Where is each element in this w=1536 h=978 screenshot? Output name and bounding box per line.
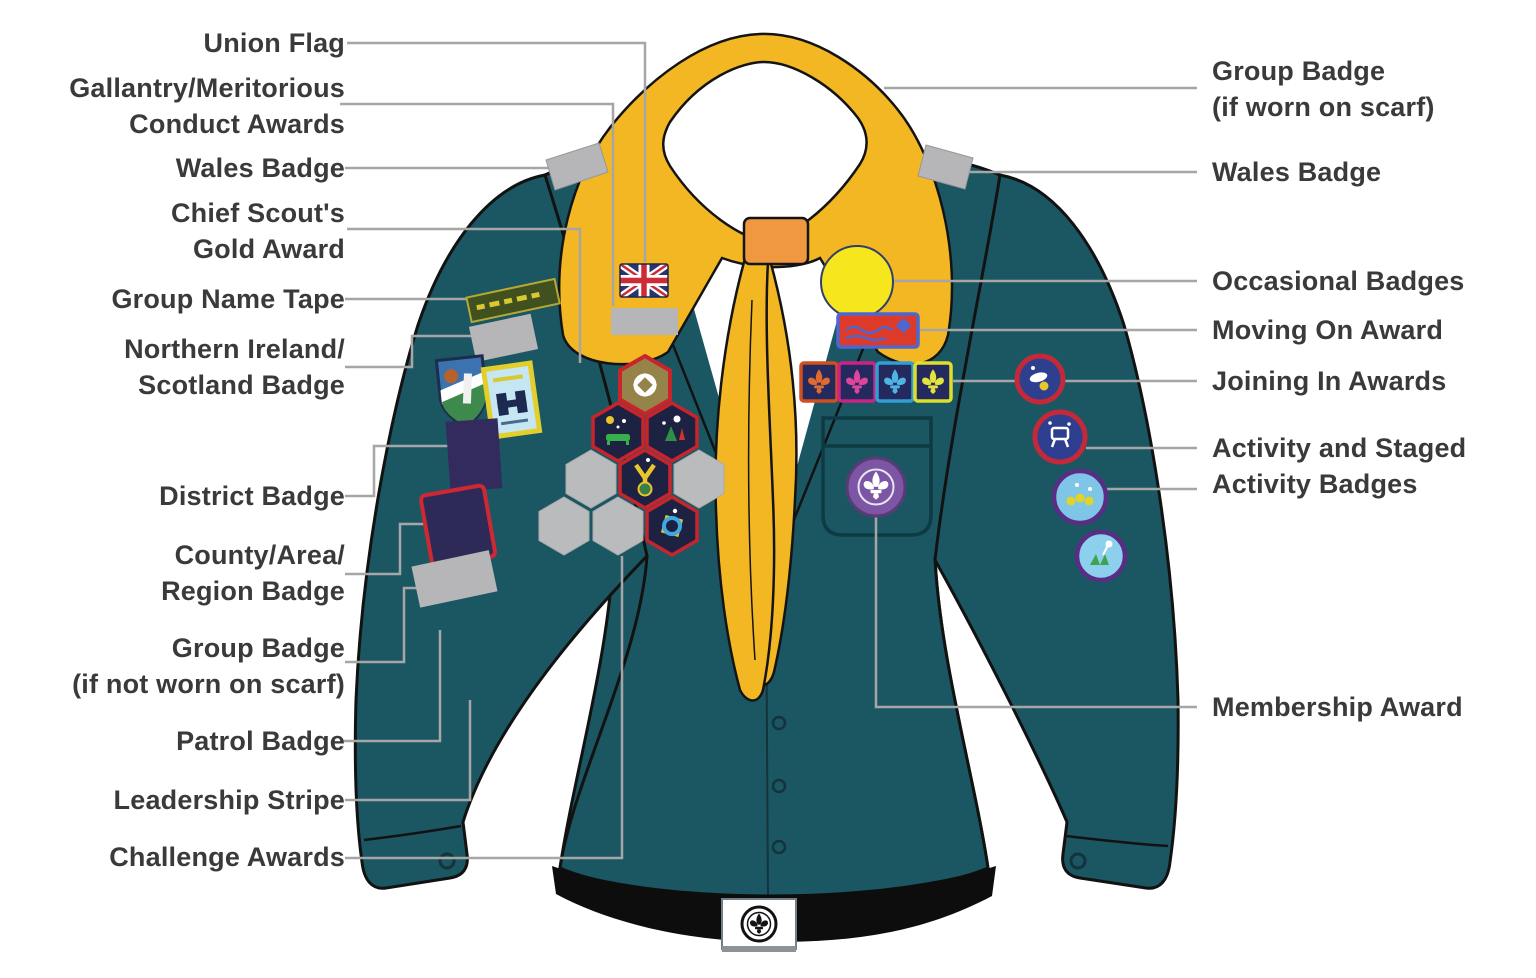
belt-buckle [721,898,797,952]
occasional-badge-circle [820,245,894,319]
label-group-not-scarf: Group Badge (if not worn on scarf) [72,633,345,699]
joining-in-sleeve-badge [1014,353,1066,405]
leader-membership [874,517,1197,709]
label-gallantry: Gallantry/Meritorious Conduct Awards [69,73,345,139]
label-occasional: Occasional Badges [1212,266,1465,296]
northern-ireland-badge [434,354,488,430]
left-cuff-seam [363,824,462,842]
challenge-hex-outdoors [645,401,699,463]
label-patrol: Patrol Badge [176,726,345,756]
right-sleeve-activity-badges [1014,353,1128,583]
button [771,778,787,794]
chief-scout-gold-award-hex [618,354,672,416]
label-joining-in: Joining In Awards [1212,366,1447,396]
moving-on-award [836,312,920,349]
button [771,715,787,731]
group-badge-position [411,550,498,608]
joining-in-badge-4 [913,361,953,403]
joining-in-award-squares [799,361,953,403]
membership-award-badge [845,456,907,518]
right-cuff-button [1069,852,1087,870]
chest-pocket [821,416,933,537]
right-sleeve [933,173,1180,890]
scarf-tail-front [714,260,776,702]
label-group-scarf: Group Badge (if worn on scarf) [1212,56,1435,122]
wales-badge-right-epaulette [917,144,974,190]
staged-activity-badge-bugs [1051,468,1109,526]
label-ni-scotland: Northern Ireland/ Scotland Badge [124,334,345,400]
leader-lines [340,41,1197,860]
label-leadership: Leadership Stripe [113,785,345,815]
label-group-name-tape: Group Name Tape [111,284,345,314]
right-cuff-seam [1065,834,1169,848]
leader-union-flag [347,41,647,262]
button [771,839,787,855]
leader-district [345,444,450,498]
leader-leadership [345,700,472,802]
union-flag-patch [619,263,669,298]
ni-scotland-badge-position [468,313,539,363]
scarf-fold-line [747,299,756,661]
label-moving-on: Moving On Award [1212,315,1444,345]
woggle [742,216,810,266]
challenge-hex-ring [645,495,699,557]
group-name-tape [465,277,561,324]
challenge-hex-medal [618,448,672,510]
leader-gallantry [340,102,615,306]
label-union-flag: Union Flag [203,28,345,58]
activity-badge-robot [1032,409,1088,465]
label-wales-left: Wales Badge [175,153,345,183]
staged-activity-badge-nature [1074,529,1128,583]
joining-in-badge-3 [875,361,915,403]
left-cuff-button [438,852,456,870]
leader-county [345,522,426,576]
label-chief-scout-gold: Chief Scout's Gold Award [170,198,345,264]
label-wales-right: Wales Badge [1212,157,1382,187]
joining-in-badge-2 [837,361,877,403]
label-district: District Badge [159,481,345,511]
gallantry-awards-bar [611,308,678,335]
joining-in-badge-1 [799,361,839,403]
leader-patrol [343,630,442,743]
label-activity: Activity and Staged Activity Badges [1212,433,1467,499]
leader-challenge [345,556,624,860]
challenge-award-hexes [538,354,725,557]
leader-group-not-scarf [345,586,418,664]
label-challenge: Challenge Awards [109,842,345,872]
label-membership: Membership Award [1212,692,1463,722]
challenge-hex-camp [591,401,645,463]
leader-chief-scout [347,227,582,363]
wales-badge-left-epaulette [545,142,609,191]
district-badge [445,418,503,492]
label-county: County/Area/ Region Badge [161,540,345,606]
leader-ni-scotland [345,334,472,369]
